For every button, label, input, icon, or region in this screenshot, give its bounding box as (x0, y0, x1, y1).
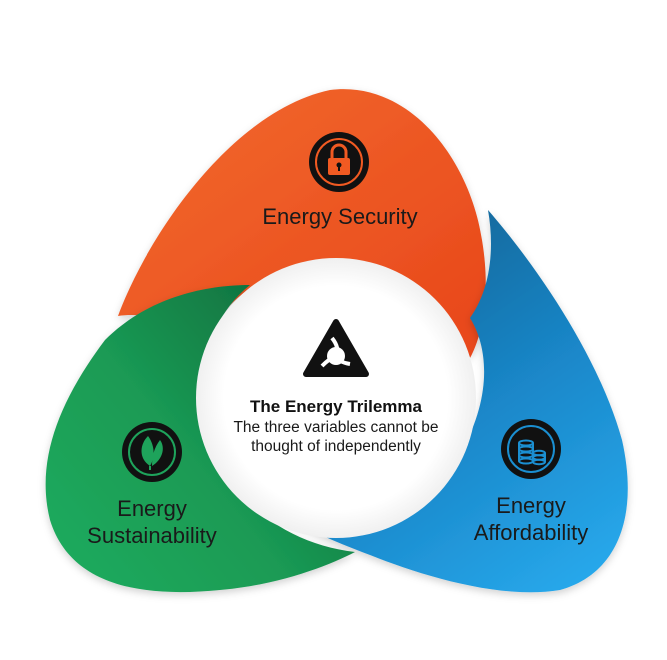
segment-label-sustainability-line-1: Energy (117, 496, 187, 521)
leaf-icon (122, 422, 182, 482)
lock-icon (309, 132, 369, 192)
coins-icon (501, 419, 561, 479)
center-circle (196, 258, 476, 538)
diagram-title: The Energy Trilemma (250, 397, 422, 416)
segment-sustainability (45, 285, 356, 593)
segment-label-affordability-line-1: Energy (496, 493, 566, 518)
diagram-subtitle-line-1: The three variables cannot be (233, 419, 438, 436)
segment-label-affordability-line-2: Affordability (474, 520, 589, 545)
trilemma-logo-icon (303, 319, 369, 377)
segment-label-sustainability-line-2: Sustainability (87, 523, 217, 548)
segment-label-security: Energy Security (262, 204, 417, 229)
segment-affordability (292, 210, 628, 593)
diagram-subtitle-line-2: thought of independently (251, 438, 421, 455)
